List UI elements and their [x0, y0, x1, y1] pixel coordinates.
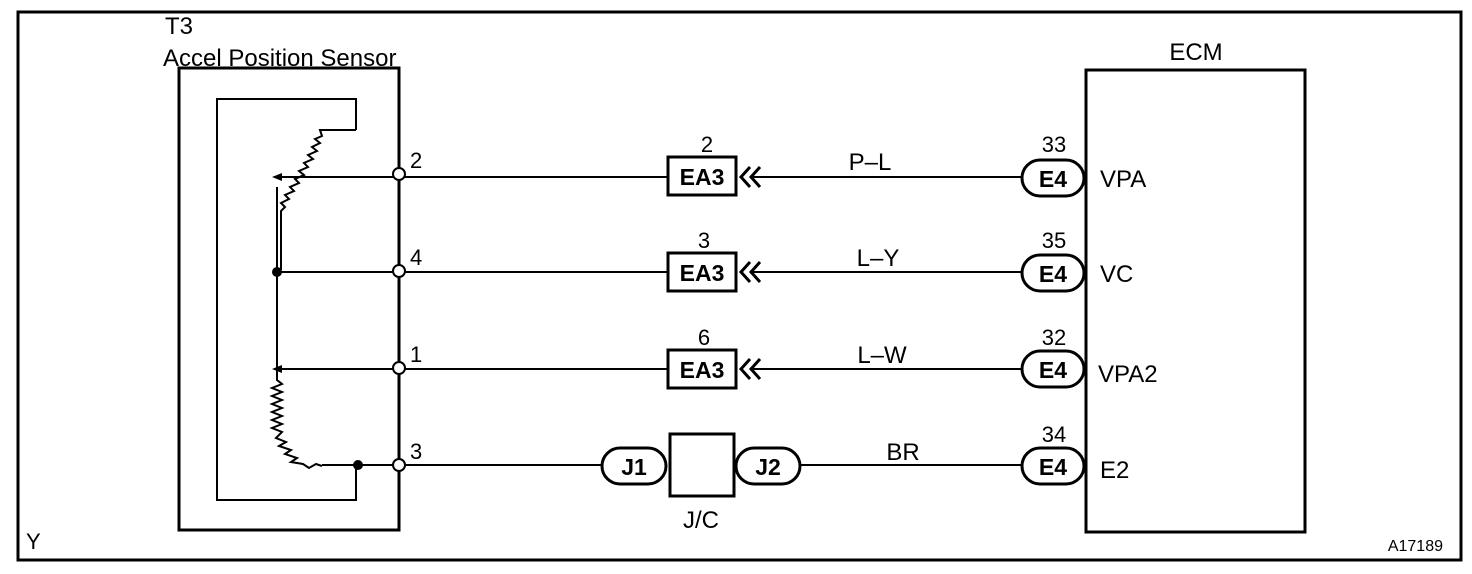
wire-color-vc: L–Y — [857, 245, 900, 272]
diagram-frame — [16, 10, 1463, 562]
sensor-pin-1: 1 — [392, 342, 422, 375]
svg-text:E4: E4 — [1039, 454, 1067, 480]
ea3-connector-3: 6 EA3 — [666, 325, 762, 390]
j2-connector: J2 — [734, 446, 802, 486]
svg-text:VPA2: VPA2 — [1098, 361, 1158, 388]
j1-connector: J1 — [600, 446, 668, 486]
svg-text:J2: J2 — [755, 454, 781, 480]
svg-text:34: 34 — [1042, 422, 1066, 447]
svg-text:E2: E2 — [1100, 457, 1129, 484]
sensor-pin-2: 2 — [392, 148, 422, 181]
svg-text:2: 2 — [410, 148, 422, 173]
ecm-terminal-vpa: 33 E4 VPA — [1020, 132, 1146, 198]
sensor-box — [177, 66, 401, 532]
ecm-terminal-vpa2: 32 E4 VPA2 — [1020, 325, 1158, 389]
svg-text:EA3: EA3 — [680, 260, 725, 286]
upper-resistor — [279, 129, 356, 270]
ecm-title: ECM — [1169, 39, 1222, 66]
svg-text:E4: E4 — [1039, 166, 1067, 192]
svg-text:6: 6 — [698, 325, 710, 350]
ea3-connector-1: 2 EA3 — [666, 132, 762, 197]
svg-text:VC: VC — [1100, 261, 1133, 288]
svg-text:E4: E4 — [1039, 261, 1067, 287]
sensor-pin-3: 3 — [392, 439, 422, 472]
svg-text:33: 33 — [1042, 132, 1066, 157]
lower-resistor — [269, 368, 323, 470]
e2-junction — [353, 460, 363, 470]
svg-text:1: 1 — [410, 342, 422, 367]
sensor-code: T3 — [165, 13, 193, 40]
svg-text:3: 3 — [698, 228, 710, 253]
ecm-terminal-e2: 34 E4 E2 — [1020, 422, 1129, 486]
svg-text:EA3: EA3 — [680, 357, 725, 383]
svg-text:3: 3 — [410, 439, 422, 464]
ea3-connector-2: 3 EA3 — [666, 228, 762, 293]
wire-color-e2: BR — [886, 439, 919, 466]
svg-text:EA3: EA3 — [680, 164, 725, 190]
svg-text:J1: J1 — [621, 454, 647, 480]
wire-color-vpa2: L–W — [857, 342, 907, 369]
lower-wiper-arrow — [272, 365, 282, 373]
wire-color-vpa: P–L — [849, 149, 892, 176]
svg-text:2: 2 — [701, 132, 713, 157]
ecm-terminal-vc: 35 E4 VC — [1020, 228, 1133, 293]
sensor-inner-frame — [216, 98, 357, 501]
svg-text:E4: E4 — [1039, 357, 1067, 383]
svg-text:35: 35 — [1042, 228, 1066, 253]
svg-text:4: 4 — [410, 245, 422, 270]
sensor-pin-4: 4 — [392, 245, 422, 278]
svg-text:32: 32 — [1042, 325, 1066, 350]
svg-text:VPA: VPA — [1100, 166, 1146, 193]
junction-connector-box — [668, 432, 736, 498]
junction-connector-label: J/C — [683, 507, 719, 534]
figure-id: A17189 — [1388, 538, 1443, 555]
upper-wiper-arrow — [272, 173, 282, 181]
corner-label-left: Y — [26, 529, 41, 554]
ecm-box — [1084, 68, 1307, 534]
